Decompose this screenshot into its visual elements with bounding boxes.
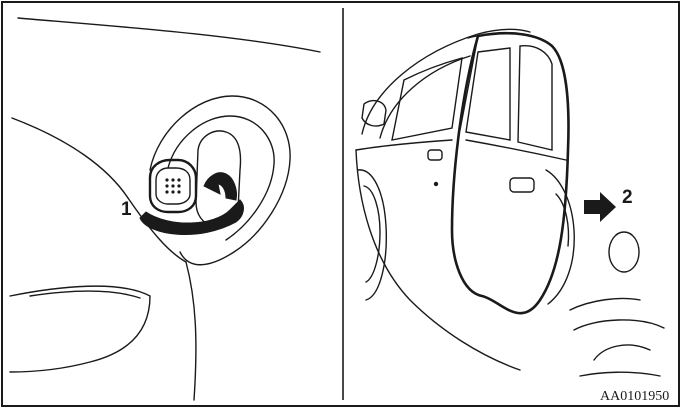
figure-frame xyxy=(2,2,679,406)
door-lock-dot xyxy=(435,183,438,186)
figure-reference-code: AA0101950 xyxy=(600,389,669,404)
rear-door-handle xyxy=(510,178,534,192)
rear-bumper-line xyxy=(570,298,640,310)
right-panel xyxy=(356,29,664,376)
rear-arch-lower xyxy=(594,345,650,360)
floor-line xyxy=(580,372,660,376)
front-body-contour xyxy=(356,150,520,370)
fender-contour xyxy=(12,118,128,198)
slide-right-arrow-icon xyxy=(584,192,616,222)
callout-1: 1 xyxy=(121,199,132,220)
belt-line xyxy=(356,140,452,150)
rear-door-window-rear xyxy=(518,46,552,150)
front-window xyxy=(392,58,462,140)
lower-body-contour xyxy=(10,286,150,372)
fuel-cap-grip-dots xyxy=(165,178,180,193)
panel-seam xyxy=(186,262,196,400)
left-panel xyxy=(10,18,320,400)
callout-2: 2 xyxy=(622,187,633,208)
body-contour-top xyxy=(18,18,320,52)
rotate-arrow-head-icon xyxy=(204,173,237,200)
lower-body-rear xyxy=(574,320,664,330)
front-door-handle xyxy=(428,150,442,160)
fuel-filler-door xyxy=(609,232,639,272)
lower-body-highlight xyxy=(30,291,140,298)
